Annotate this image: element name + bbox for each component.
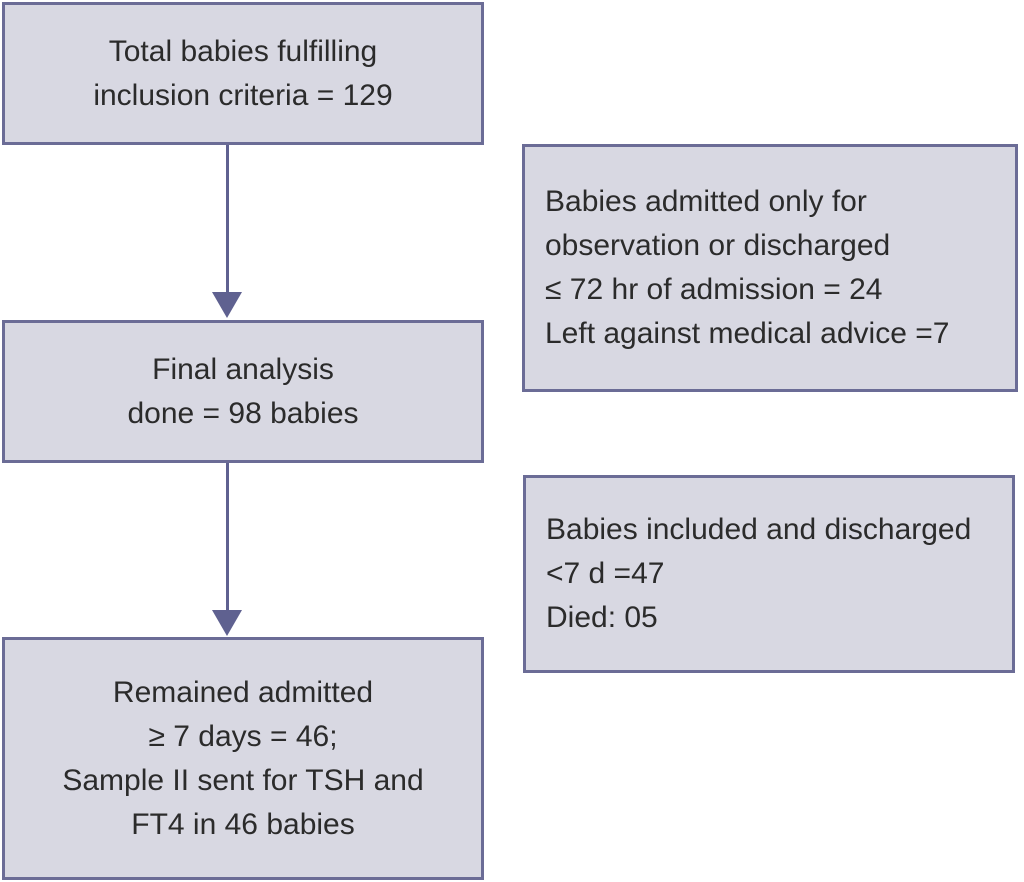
box-final-analysis: Final analysis done = 98 babies — [2, 320, 484, 463]
box-text-line: Sample II sent for TSH and — [62, 763, 424, 797]
arrow-down-shaft-2 — [226, 463, 229, 611]
box-text-line: inclusion criteria = 129 — [93, 78, 393, 112]
box-text-line: Babies included and discharged — [546, 513, 972, 546]
box-text-line: done = 98 babies — [127, 396, 359, 430]
box-text-line: ≥ 7 days = 46; — [148, 719, 338, 753]
arrow-down-head-2 — [212, 610, 242, 636]
box-discharged-died: Babies included and discharged <7 d =47 … — [523, 475, 1015, 673]
box-text-line: observation or discharged — [545, 229, 891, 262]
box-text-line: Remained admitted — [112, 675, 374, 709]
box-text-line: Died: 05 — [546, 601, 658, 634]
box-remained-admitted: Remained admitted ≥ 7 days = 46; Sample … — [2, 637, 484, 880]
box-text-line: ≤ 72 hr of admission = 24 — [545, 273, 883, 306]
box-text-line: <7 d =47 — [546, 557, 665, 590]
box-text-line: FT4 in 46 babies — [131, 807, 355, 841]
box-total-babies: Total babies fulfilling inclusion criter… — [2, 2, 484, 145]
box-text-line: Babies admitted only for — [545, 185, 867, 218]
box-text-line: Left against medical advice =7 — [545, 317, 950, 350]
box-text-line: Final analysis — [152, 352, 334, 386]
box-excluded-observation-lama: Babies admitted only for observation or … — [522, 144, 1018, 392]
box-text-line: Total babies fulfilling — [108, 34, 378, 68]
arrow-down-head-1 — [212, 292, 242, 318]
arrow-down-shaft-1 — [226, 145, 229, 293]
